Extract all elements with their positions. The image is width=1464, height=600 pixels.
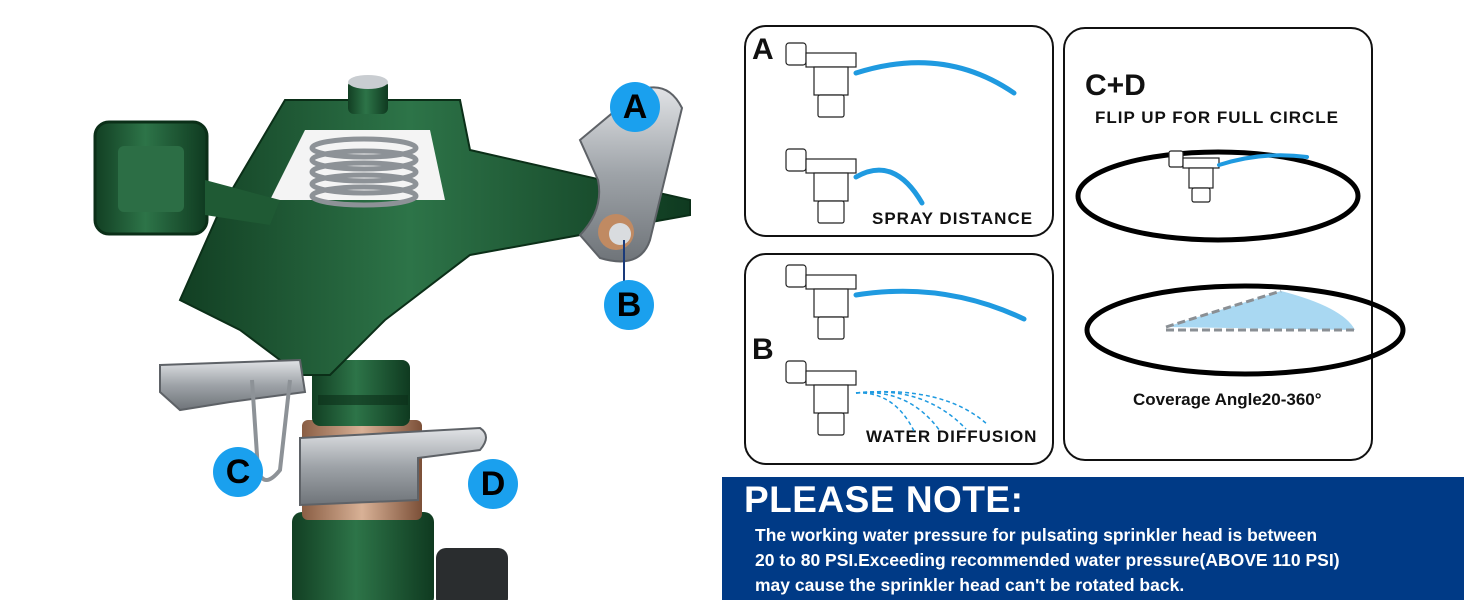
callout-c: C: [213, 447, 263, 497]
sprinkler-product-photo: [93, 75, 691, 600]
panel-cd-caption-bottom: Coverage Angle20-360°: [1133, 390, 1322, 409]
note-title: PLEASE NOTE:: [744, 479, 1024, 520]
diffusion-solid-spray: [853, 288, 1027, 322]
coverage-wedge: [1166, 291, 1355, 330]
spray-short: [853, 167, 925, 206]
full-circle-spray: [1217, 153, 1309, 167]
coverage-diagram: [1075, 149, 1406, 377]
note-line-2: 20 to 80 PSI.Exceeding recommended water…: [755, 550, 1340, 570]
note-line-1: The working water pressure for pulsating…: [755, 525, 1318, 545]
panel-b-caption: WATER DIFFUSION: [866, 427, 1038, 446]
please-note-box: PLEASE NOTE: The working water pressure …: [722, 477, 1464, 600]
pipe-knob: [436, 548, 508, 600]
full-circle-ellipse: [1075, 149, 1361, 243]
partial-coverage-ellipse: [1084, 283, 1406, 377]
panel-cd-letter: C+D: [1085, 69, 1146, 102]
water-diffusion-diagram: [785, 264, 1027, 436]
spring: [309, 136, 419, 208]
pipe-body: [292, 512, 434, 600]
arm-c: [159, 358, 307, 412]
note-line-3: may cause the sprinkler head can't be ro…: [755, 575, 1185, 595]
spray-long: [853, 60, 1017, 96]
panel-a-caption: SPRAY DISTANCE: [872, 209, 1034, 228]
panel-water-diffusion: B WATER DIFFUSION: [744, 253, 1054, 465]
panel-b-letter: B: [752, 333, 774, 366]
callout-b: B: [604, 280, 654, 330]
top-cap: [348, 80, 388, 114]
neck: [312, 360, 410, 426]
spray-distance-diagram: [785, 42, 1017, 224]
callout-d: D: [468, 459, 518, 509]
diffusion-dashed-sprays: [855, 390, 989, 432]
callout-a: A: [610, 82, 660, 132]
panel-full-circle: C+D FLIP UP FOR FULL CIRCLE Coverage Ang…: [1063, 27, 1373, 461]
panel-cd-caption-top: FLIP UP FOR FULL CIRCLE: [1095, 108, 1340, 127]
clip-d: [299, 426, 487, 507]
panel-a-letter: A: [752, 33, 774, 66]
